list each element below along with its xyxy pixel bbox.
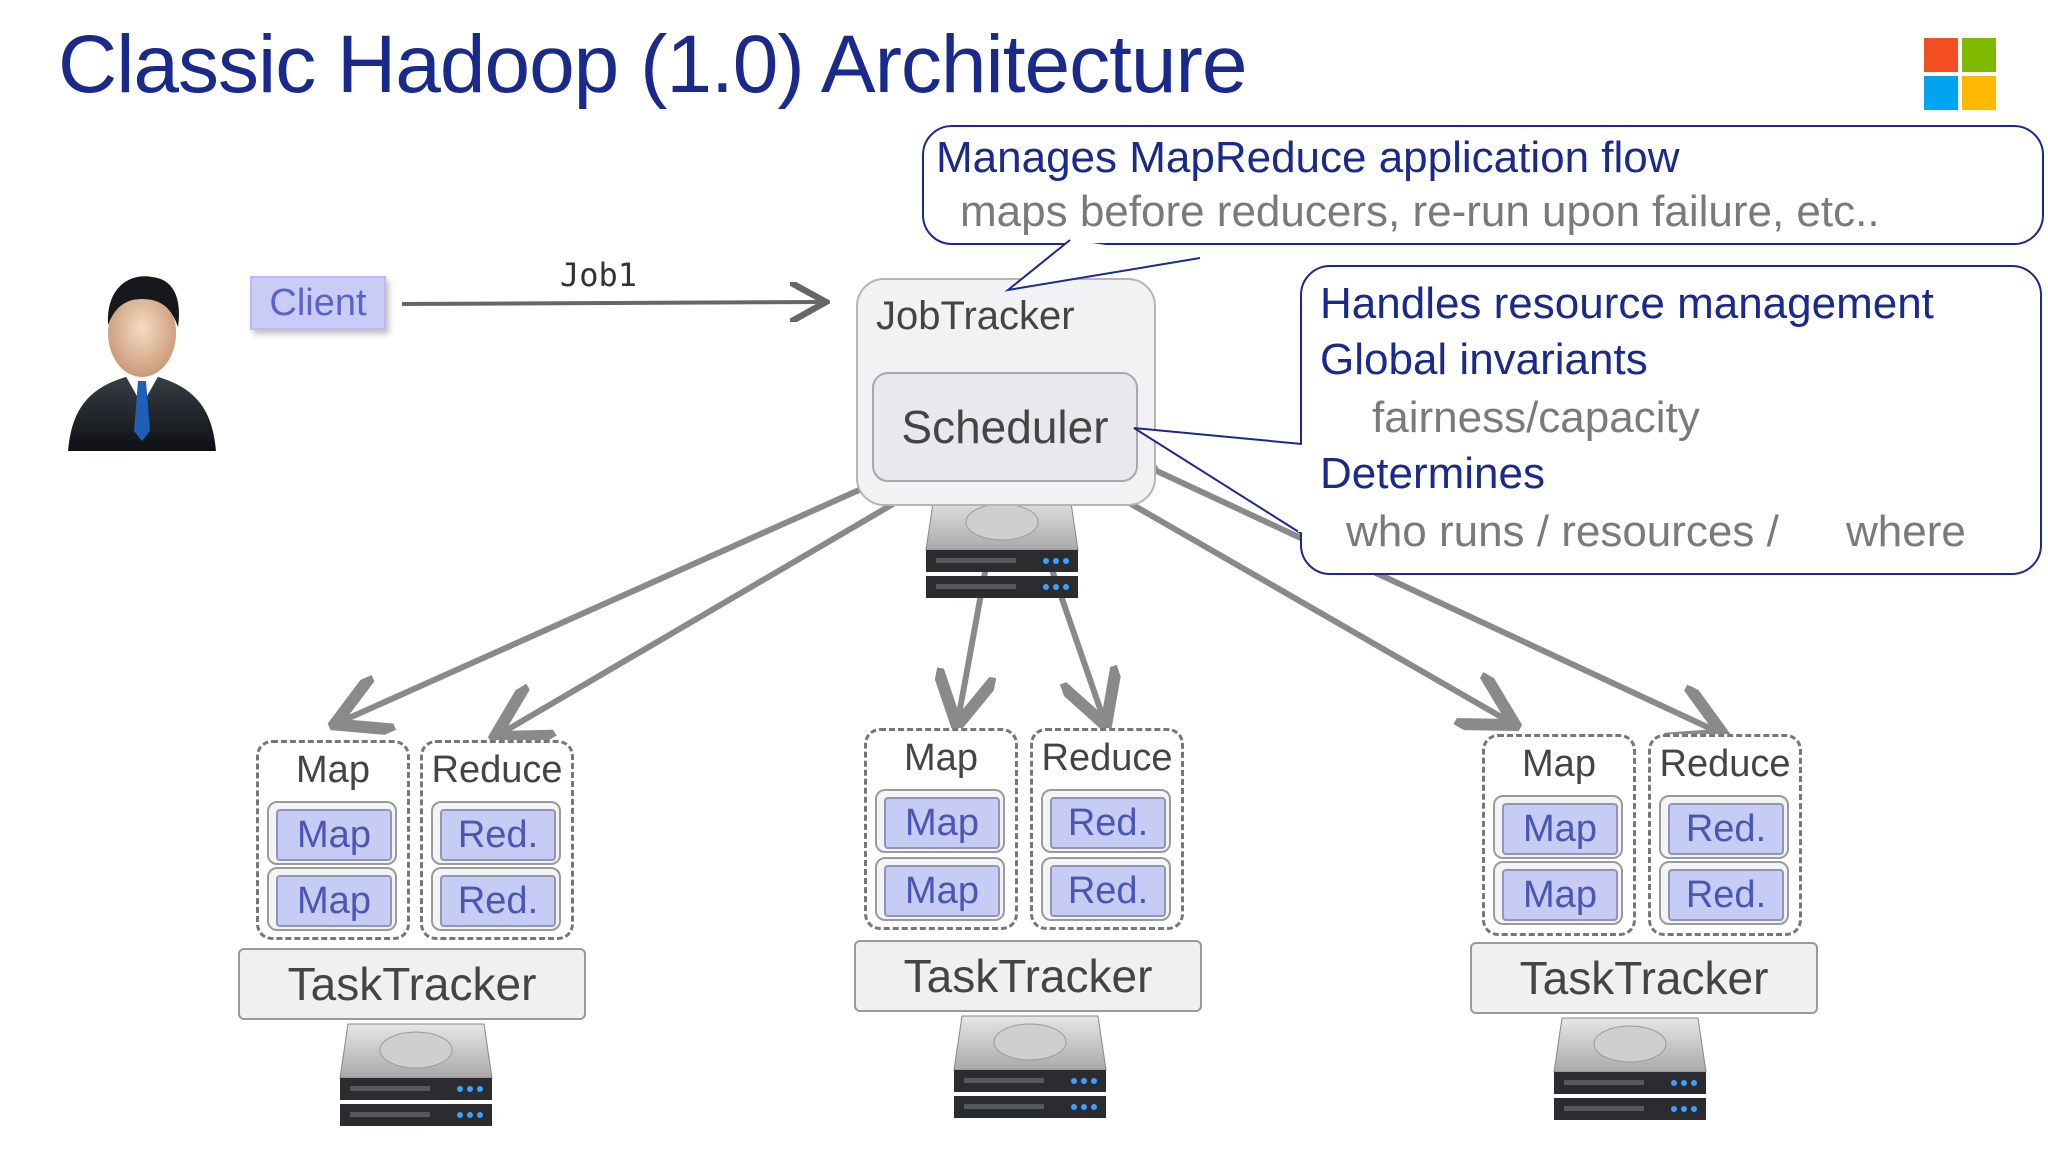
job-label: Job1 [560, 256, 638, 294]
map-slot: Map [267, 801, 397, 865]
map-slots-title: Map [904, 737, 978, 779]
callout-right-line5b: where [1846, 507, 1966, 556]
map-slot-label: Map [884, 865, 1000, 917]
reduce-slots-group: Reduce Red. Red. [1030, 728, 1184, 930]
client-label: Client [250, 276, 386, 330]
heartbeat-arrow-tt1-reduce [500, 480, 934, 734]
reduce-slot: Red. [1659, 861, 1789, 925]
map-slot-label: Map [1502, 869, 1618, 921]
callout-right-line1: Handles resource management [1320, 279, 1934, 328]
reduce-slot-label: Red. [440, 809, 556, 861]
heartbeat-arrow-tt3-reduce [1146, 466, 1718, 732]
tasktracker-bar: TaskTracker [238, 948, 586, 1020]
scheduler-callout: Handles resource management Global invar… [1300, 265, 2042, 575]
hard-drive-server-icon [925, 495, 1079, 598]
map-slot-label: Map [1502, 803, 1618, 855]
map-slots-group: Map Map Map [1482, 734, 1636, 936]
reduce-slot-label: Red. [1050, 865, 1166, 917]
reduce-slot: Red. [1041, 789, 1171, 853]
map-slot-label: Map [276, 809, 392, 861]
callout-right-line3: fairness/capacity [1372, 393, 1700, 442]
reduce-slot-label: Red. [1668, 803, 1784, 855]
reduce-slots-title: Reduce [1659, 743, 1791, 785]
map-slots-group: Map Map Map [864, 728, 1018, 930]
callout-right-line5a: who runs / resources / [1346, 507, 1779, 556]
reduce-slots-title: Reduce [1041, 737, 1173, 779]
hard-drive-server-icon [953, 1015, 1107, 1118]
callout-right-line4: Determines [1320, 449, 1545, 498]
reduce-slot: Red. [431, 867, 561, 931]
hard-drive-server-icon [339, 1023, 493, 1126]
tasktracker-bar: TaskTracker [1470, 942, 1818, 1014]
callout-right-line2: Global invariants [1320, 335, 1648, 384]
businessman-icon [68, 276, 216, 451]
map-slot-label: Map [884, 797, 1000, 849]
reduce-slot: Red. [1041, 857, 1171, 921]
reduce-slot: Red. [431, 801, 561, 865]
windows-logo-icon [1924, 38, 1996, 110]
reduce-slot-label: Red. [1050, 797, 1166, 849]
reduce-slot: Red. [1659, 795, 1789, 859]
jobtracker-label: JobTracker [876, 294, 1075, 338]
tasktracker-bar: TaskTracker [854, 940, 1202, 1012]
map-slots-title: Map [1522, 743, 1596, 785]
map-slot: Map [875, 789, 1005, 853]
slide-title: Classic Hadoop (1.0) Architecture [58, 19, 1247, 110]
reduce-slots-title: Reduce [431, 749, 563, 791]
map-slots-group: Map Map Map [256, 740, 410, 940]
hard-drive-server-icon [1553, 1017, 1707, 1120]
map-slot: Map [267, 867, 397, 931]
job-arrow [401, 302, 822, 304]
callout-top-main: Manages MapReduce application flow [936, 133, 1680, 182]
map-slots-title: Map [296, 749, 370, 791]
scheduler-box: Scheduler [872, 372, 1138, 482]
map-slot: Map [875, 857, 1005, 921]
callout-top-sub: maps before reducers, re-run upon failur… [960, 187, 1880, 236]
reduce-slot-label: Red. [440, 875, 556, 927]
reduce-slots-group: Reduce Red. Red. [420, 740, 574, 940]
reduce-slots-group: Reduce Red. Red. [1648, 734, 1802, 936]
map-slot: Map [1493, 861, 1623, 925]
map-slot: Map [1493, 795, 1623, 859]
jobtracker-callout: Manages MapReduce application flow maps … [922, 125, 2044, 245]
reduce-slot-label: Red. [1668, 869, 1784, 921]
map-slot-label: Map [276, 875, 392, 927]
